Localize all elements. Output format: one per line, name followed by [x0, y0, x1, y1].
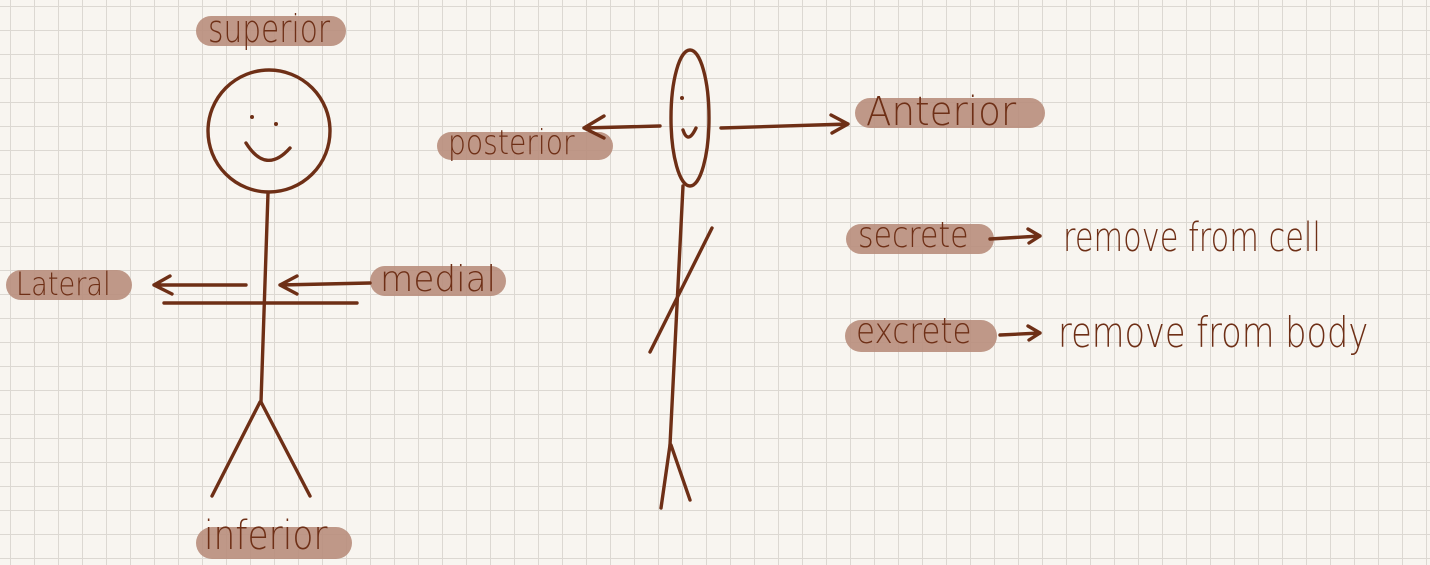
- side-figure-leg-front: [671, 445, 690, 500]
- superior-label: superior: [208, 10, 330, 48]
- lateral-label: Lateral: [16, 268, 111, 300]
- medial-label: medial: [380, 262, 496, 298]
- posterior-arrow: [584, 116, 660, 138]
- secrete-meaning: remove from cell: [1063, 218, 1321, 258]
- front-figure-right-leg: [261, 402, 310, 496]
- lateral-arrow: [154, 276, 246, 294]
- excrete-arrow: [1000, 326, 1040, 340]
- side-figure-eye: [680, 96, 684, 100]
- side-stick-figure: [650, 50, 712, 508]
- excrete-meaning: remove from body: [1058, 312, 1368, 354]
- excrete-term: excrete: [856, 314, 972, 350]
- side-figure-leg-back: [661, 445, 670, 508]
- secrete-term: secrete: [858, 218, 968, 254]
- front-figure-body: [261, 193, 268, 402]
- medial-arrow: [280, 276, 370, 294]
- secrete-arrow: [990, 229, 1040, 243]
- inferior-label: inferior: [204, 516, 328, 556]
- side-figure-smile: [683, 128, 696, 137]
- side-figure-head: [671, 50, 709, 186]
- front-figure-right-eye: [274, 122, 278, 126]
- side-figure-body: [670, 186, 683, 445]
- anterior-label: Anterior: [866, 92, 1016, 132]
- anterior-arrow: [721, 115, 848, 133]
- posterior-label: posterior: [448, 126, 575, 160]
- front-figure-smile: [246, 143, 290, 160]
- front-figure-left-leg: [212, 402, 260, 496]
- front-figure-left-eye: [250, 115, 254, 119]
- front-figure-head: [208, 70, 330, 192]
